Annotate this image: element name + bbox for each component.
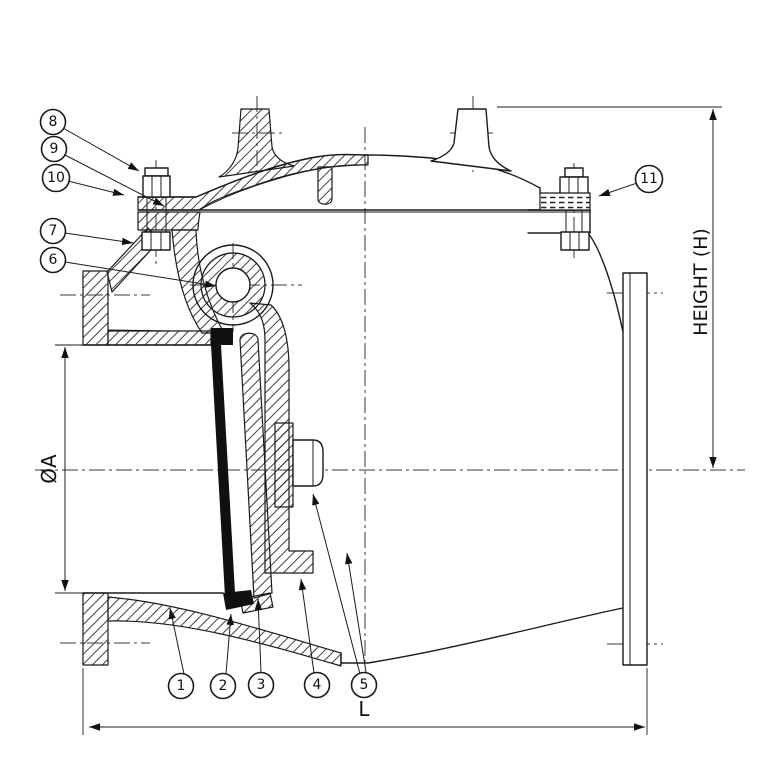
balloon-1-circle [167,672,195,700]
balloon-7-circle [39,217,67,245]
leader-7 [64,232,134,246]
balloon-10: 10 [41,163,71,193]
left-top-nut [142,175,171,198]
balloon-10-number: 10 [47,170,65,186]
cover-rib [317,166,333,205]
balloon-11-number: 11 [640,171,658,187]
right-bonnet-flange-plate [527,209,591,234]
inlet-flange-lower-section [82,592,109,666]
balloon-3-circle [247,671,275,699]
disc-section [239,332,273,599]
disc-washer-plate [274,422,294,508]
seat-ring-top-block [211,328,233,345]
leader-5a [312,493,361,675]
dimensions: ØA HEIGHT (H) L [37,106,722,735]
hinge-pin-bore [215,267,251,303]
leader-6 [64,261,217,288]
length-label: L [358,697,370,721]
balloon-8-number: 8 [49,114,58,130]
balloon-6-circle [39,246,67,274]
inlet-flange-upper-section [82,270,109,346]
balloon-2-circle [209,672,237,700]
leader-1 [168,607,185,675]
balloon-8: 8 [39,108,67,136]
balloon-1: 1 [167,672,195,700]
balloon-2-number: 2 [219,678,228,694]
hinge-assembly [192,244,274,326]
leader-5b [345,552,367,673]
balloon-5-circle [350,671,378,699]
right-bottom-nut-chamfers [569,232,580,250]
leader-4 [298,578,315,674]
leader-10 [67,180,125,196]
balloon-5: 5 [350,671,378,699]
outlet-flange [622,272,648,666]
leader-3 [254,598,263,673]
bottom-step-and-curve [340,607,624,664]
balloon-7: 7 [39,217,67,245]
balloon-4: 4 [303,671,331,699]
right-top-nut [559,176,589,196]
leader-2 [225,613,234,675]
height-label: HEIGHT (H) [690,228,712,336]
left-stud-tip [144,167,169,177]
balloon-9: 9 [40,135,68,163]
disc-bolt-head [292,439,324,487]
bonnet-gasket-pad [539,192,591,211]
balloon-4-number: 4 [313,677,322,693]
balloon-7-number: 7 [49,223,58,239]
balloon-6: 6 [39,246,67,274]
balloon-9-number: 9 [50,141,59,157]
sectioned-parts [82,108,369,667]
balloon-11-circle [634,164,664,194]
left-top-nut-chamfers [151,176,162,197]
balloon-leaders [62,127,638,675]
balloon-8-circle [39,108,67,136]
balloon-1-number: 1 [177,678,186,694]
body-bottom-wall [107,596,342,667]
body-bore-roof [107,330,212,346]
leader-8 [62,127,140,172]
balloon-5-number: 5 [360,677,369,693]
fasteners [141,167,591,487]
leader-11 [598,182,638,197]
left-bottom-nut-chamfers [150,232,162,250]
right-lifting-lug [430,108,512,172]
balloon-4-circle [303,671,331,699]
right-stud-tip [564,167,584,178]
balloon-10-circle [41,163,71,193]
hinge-boss-ring [200,252,266,318]
dia-label: ØA [37,454,61,484]
seat-ring-strip [211,345,235,597]
right-top-nut-chamfers [568,177,579,195]
right-body-upper-curve [587,232,624,333]
leader-9 [64,154,165,207]
balloon-3: 3 [247,671,275,699]
balloon-11: 11 [634,164,664,194]
balloon-6-number: 6 [49,252,58,268]
balloon-2: 2 [209,672,237,700]
seat-ring-bottom-block [223,590,254,610]
balloon-3-number: 3 [257,677,266,693]
cover-inner-surface [198,164,366,211]
left-lifting-lug [218,108,295,178]
hinge-boss-outer [192,244,274,326]
left-bottom-nut [141,231,171,251]
right-bottom-nut [560,231,590,251]
seat-ring [211,328,254,610]
body-outlines [82,108,648,666]
balloons: 1 2 3 4 5 6 7 8 [39,108,664,700]
bore-roof-top-line [107,329,173,332]
balloon-9-circle [40,135,68,163]
